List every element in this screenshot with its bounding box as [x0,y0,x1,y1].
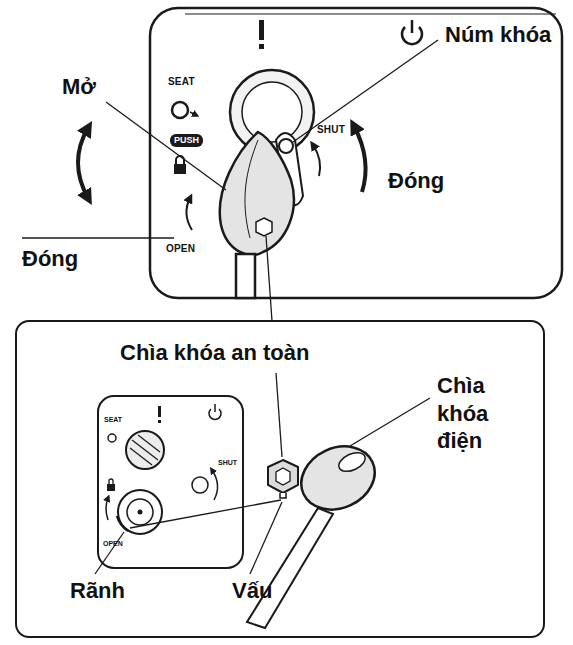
panel-marking: SHUT [218,459,237,467]
part-label: Chìa khóa an toàn [120,340,309,366]
panel-marking: SHUT [317,124,345,136]
panel-marking: SEAT [104,416,122,424]
inset-frame: Chìa khóa an toànChìa khóa điệnRãnh Vấu [15,320,545,638]
panel-marking: SEAT [168,76,195,88]
motion-label: Đóng [388,168,444,194]
motion-label: Mở [62,74,96,100]
panel-marking: PUSH [170,134,203,147]
part-label: Núm khóa [445,22,551,48]
motion-label: Đóng [22,246,78,272]
part-label: Rãnh [70,578,125,604]
part-label: Vấu [232,578,272,604]
panel-marking: OPEN [166,243,195,255]
part-label: Chìa khóa điện [437,372,501,455]
panel-marking: OPEN [103,540,123,548]
